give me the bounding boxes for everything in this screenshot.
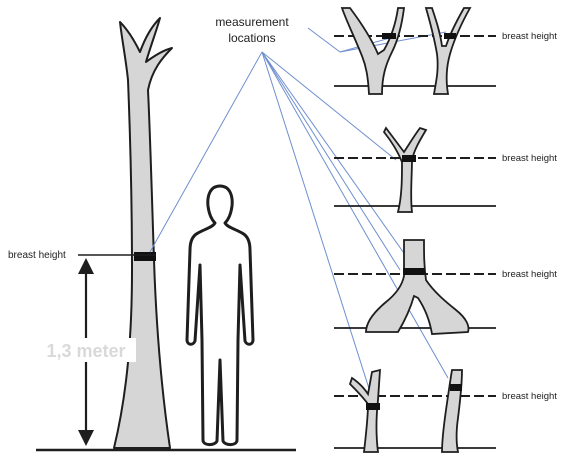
diagram-title-line2: locations [228, 31, 275, 45]
breast-height-label-main: breast height [8, 250, 66, 261]
breast-height-label-2: breast height [502, 153, 557, 164]
forked-tree-2 [426, 8, 470, 94]
main-tree-band [134, 252, 156, 261]
main-tree [114, 18, 172, 448]
breast-height-label-1: breast height [502, 31, 557, 42]
scenario-low-fork [334, 128, 496, 212]
breast-height-label-3: breast height [502, 269, 557, 280]
leaning-tree-2 [442, 370, 462, 452]
low-fork-tree [384, 128, 426, 212]
scenario-forked-trees [334, 8, 496, 94]
main-tree-trunk [114, 18, 172, 448]
height-label: 1,3 meter [46, 341, 125, 361]
diagram-title-line1: measurement [215, 15, 289, 29]
forked-tree-1 [342, 8, 404, 94]
breast-height-label-4: breast height [502, 391, 557, 402]
person-silhouette [187, 186, 253, 445]
leaning-tree-1 [350, 370, 380, 452]
scenario-leaning-trees [334, 370, 496, 452]
split-base-tree [366, 240, 469, 334]
